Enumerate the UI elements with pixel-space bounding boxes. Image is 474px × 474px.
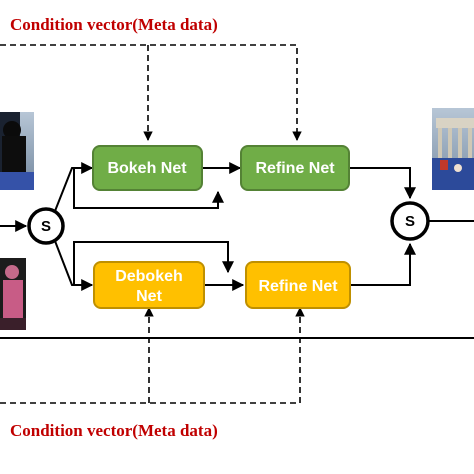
flow-lines bbox=[54, 162, 474, 291]
switch-left-label: S bbox=[41, 218, 51, 235]
refine-net-top-node: Refine Net bbox=[240, 145, 350, 191]
input-image-bottom bbox=[0, 258, 26, 330]
bokeh-net-label: Bokeh Net bbox=[107, 160, 187, 177]
condition-label-top: Condition vector(Meta data) bbox=[10, 15, 218, 34]
refine-net-bottom-node: Refine Net bbox=[245, 261, 351, 309]
bokeh-net-node: Bokeh Net bbox=[92, 145, 203, 191]
refine-net-top-label: Refine Net bbox=[255, 160, 335, 177]
debokeh-net-node: Debokeh Net bbox=[93, 261, 205, 309]
refine-net-bottom-label: Refine Net bbox=[258, 278, 338, 295]
input-image-top bbox=[0, 112, 34, 190]
output-image bbox=[432, 108, 474, 190]
condition-dashed-top bbox=[0, 44, 302, 141]
debokeh-net-label-line1: Debokeh bbox=[115, 268, 183, 285]
switch-right-label: S bbox=[405, 213, 415, 230]
condition-label-bottom: Condition vector(Meta data) bbox=[10, 421, 218, 440]
switch-right: S bbox=[390, 201, 430, 241]
switch-left: S bbox=[27, 207, 65, 245]
debokeh-net-label-line2: Net bbox=[136, 288, 162, 305]
condition-dashed-bottom bbox=[0, 307, 305, 404]
